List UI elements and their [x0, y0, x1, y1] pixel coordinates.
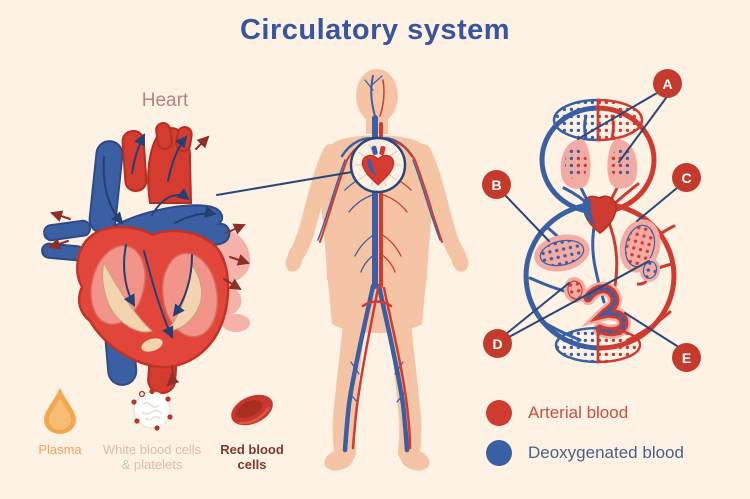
legend-item-arterial: Arterial blood	[486, 400, 684, 426]
deoxygenated-blood-swatch	[486, 440, 512, 466]
brain-capillary-bed	[552, 98, 644, 142]
blood-type-legend: Arterial blood Deoxygenated blood	[486, 400, 684, 480]
legend-item-red-cells: Red blood cells	[206, 386, 298, 472]
marker-c: C	[672, 163, 701, 192]
body-capillary-bed	[554, 326, 642, 364]
red-cells-label: Red blood cells	[220, 442, 284, 472]
red-blood-cell-icon	[231, 394, 273, 426]
legend-item-white-cells: White blood cells & platelets	[98, 386, 206, 472]
heart-body	[76, 225, 230, 369]
marker-b: B	[482, 170, 511, 199]
legend-item-plasma: Plasma	[22, 386, 98, 457]
organ-circulation-illustration	[523, 98, 677, 364]
heart-section-label: Heart	[141, 90, 189, 111]
page-title: Circulatory system	[239, 14, 511, 46]
arterial-blood-swatch	[486, 400, 512, 426]
lungs	[560, 138, 638, 189]
marker-d: D	[483, 329, 512, 358]
blood-flow-arrows	[48, 133, 250, 387]
human-body-illustration	[285, 69, 469, 471]
white-cells-label: White blood cells & platelets	[102, 442, 202, 472]
plasma-label: Plasma	[38, 442, 82, 457]
blood-components-legend: Plasma	[22, 386, 298, 472]
marker-e: E	[672, 343, 701, 372]
plasma-droplet-icon	[44, 388, 76, 434]
heart-zoom-circle	[349, 136, 407, 194]
marker-a: A	[653, 69, 682, 98]
heart-illustration	[41, 122, 251, 395]
arterial-blood-label: Arterial blood	[528, 403, 629, 422]
legend-item-deoxygenated: Deoxygenated blood	[486, 440, 684, 466]
deoxygenated-blood-label: Deoxygenated blood	[528, 443, 684, 462]
mini-heart	[582, 195, 617, 234]
white-blood-cell-icon	[131, 388, 173, 431]
intestine	[581, 281, 632, 339]
